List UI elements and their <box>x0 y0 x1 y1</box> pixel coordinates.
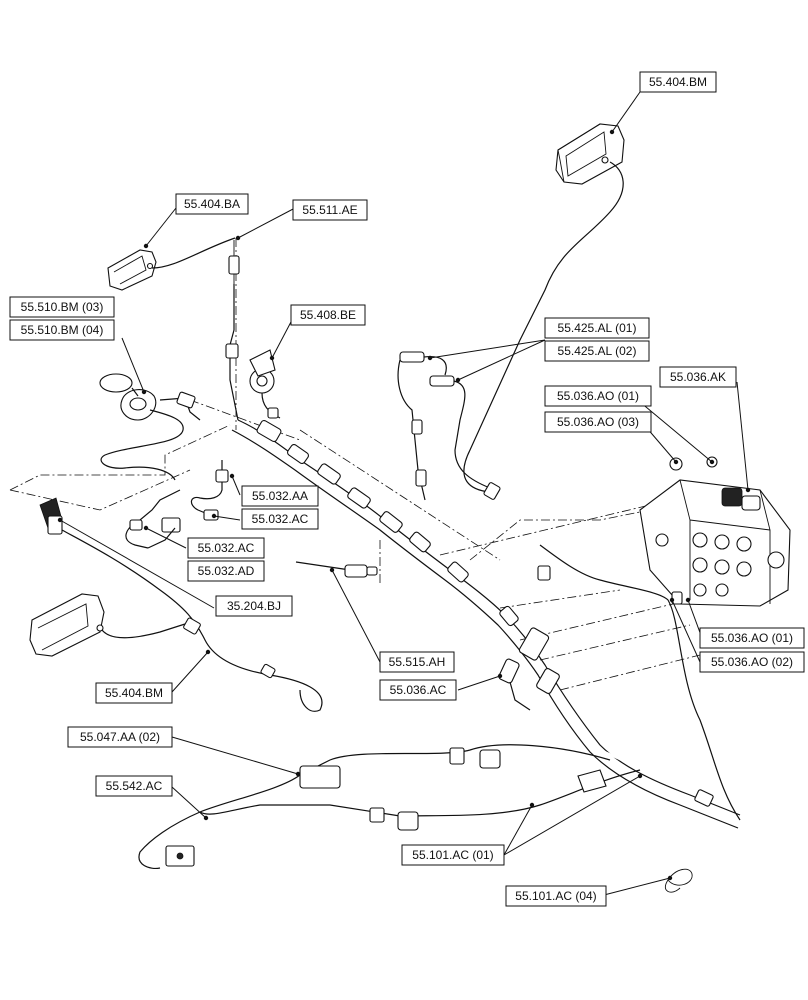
callout-204bj[interactable]: 35.204.BJ <box>215 595 293 617</box>
callout-101ac01-text: 55.101.AC (01) <box>412 848 493 862</box>
callout-036ao02-text: 55.036.AO (02) <box>711 655 793 669</box>
callout-036ak[interactable]: 55.036.AK <box>659 366 737 388</box>
leader-dots <box>57 129 751 881</box>
connector-511ae <box>228 240 240 284</box>
callout-511ae[interactable]: 55.511.AE <box>292 199 368 221</box>
sensor-036ac <box>498 658 531 711</box>
callout-408be-text: 55.408.BE <box>300 308 356 322</box>
callout-515ah[interactable]: 55.515.AH <box>379 651 455 673</box>
callout-032ad[interactable]: 55.032.AD <box>187 560 265 582</box>
callout-425al02[interactable]: 55.425.AL (02) <box>544 340 650 362</box>
callout-036ac[interactable]: 55.036.AC <box>379 679 457 701</box>
beacon-mount <box>99 373 157 421</box>
tie-strap <box>664 868 693 893</box>
callout-204bj-text: 35.204.BJ <box>227 599 281 613</box>
callout-404ba[interactable]: 55.404.BA <box>175 193 249 215</box>
sensors-425al <box>397 351 501 501</box>
switch-204bj <box>39 497 323 712</box>
callout-036ao03[interactable]: 55.036.AO (03) <box>544 411 652 433</box>
callout-036ac-text: 55.036.AC <box>390 683 447 697</box>
callout-404bm-left[interactable]: 55.404.BM <box>95 682 173 704</box>
callout-408be[interactable]: 55.408.BE <box>290 304 366 326</box>
callout-036ao01-bot[interactable]: 55.036.AO (01) <box>699 627 805 649</box>
callout-036ao01-bot-text: 55.036.AO (01) <box>711 631 793 645</box>
work-lamp-left-large <box>29 593 186 657</box>
callout-510bm03[interactable]: 55.510.BM (03) <box>9 296 115 318</box>
callout-425al01[interactable]: 55.425.AL (01) <box>544 317 650 339</box>
callout-511ae-text: 55.511.AE <box>302 203 357 217</box>
assembly-dash-lines <box>9 238 701 691</box>
callout-032ac-a[interactable]: 55.032.AC <box>241 508 319 530</box>
callout-032aa-text: 55.032.AA <box>252 489 308 503</box>
connector-515ah <box>295 561 378 578</box>
callout-036ao02[interactable]: 55.036.AO (02) <box>699 651 805 673</box>
callout-510bm03-text: 55.510.BM (03) <box>21 300 104 314</box>
harness-connectors <box>256 419 714 807</box>
callout-510bm04-text: 55.510.BM (04) <box>21 323 104 337</box>
callout-047aa02[interactable]: 55.047.AA (02) <box>67 726 173 748</box>
callout-101ac04[interactable]: 55.101.AC (04) <box>505 885 607 907</box>
callout-542ac-text: 55.542.AC <box>106 779 163 793</box>
callout-032aa[interactable]: 55.032.AA <box>241 485 319 507</box>
callout-404ba-text: 55.404.BA <box>184 197 240 211</box>
sensor-408be <box>249 349 281 419</box>
callout-036ao01-top[interactable]: 55.036.AO (01) <box>544 385 652 407</box>
callout-510bm04[interactable]: 55.510.BM (04) <box>9 319 115 341</box>
callout-036ak-text: 55.036.AK <box>670 370 726 384</box>
callout-032ad-text: 55.032.AD <box>198 564 255 578</box>
callout-425al01-text: 55.425.AL (01) <box>558 321 637 335</box>
work-lamp-top-right <box>555 123 625 185</box>
callout-032ac-b-text: 55.032.AC <box>198 541 255 555</box>
callout-032ac-b[interactable]: 55.032.AC <box>187 537 265 559</box>
callout-036ao01-top-text: 55.036.AO (01) <box>557 389 639 403</box>
branch-032 <box>125 460 229 549</box>
lower-harness <box>138 744 641 870</box>
callout-542ac[interactable]: 55.542.AC <box>95 775 173 797</box>
callout-101ac01[interactable]: 55.101.AC (01) <box>401 844 505 866</box>
callout-101ac04-text: 55.101.AC (04) <box>515 889 596 903</box>
callout-404bm-top[interactable]: 55.404.BM <box>639 71 717 93</box>
callout-404bm-left-text: 55.404.BM <box>105 686 163 700</box>
callout-515ah-text: 55.515.AH <box>389 655 446 669</box>
work-lamp-left-small <box>107 249 157 291</box>
callout-425al02-text: 55.425.AL (02) <box>558 344 637 358</box>
callout-404bm-top-text: 55.404.BM <box>649 75 707 89</box>
leader-lines <box>59 91 749 896</box>
callout-047aa02-text: 55.047.AA (02) <box>80 730 160 744</box>
callout-036ao03-text: 55.036.AO (03) <box>557 415 639 429</box>
main-harness <box>231 419 741 829</box>
callout-032ac-a-text: 55.032.AC <box>252 512 309 526</box>
control-valve <box>639 456 791 607</box>
